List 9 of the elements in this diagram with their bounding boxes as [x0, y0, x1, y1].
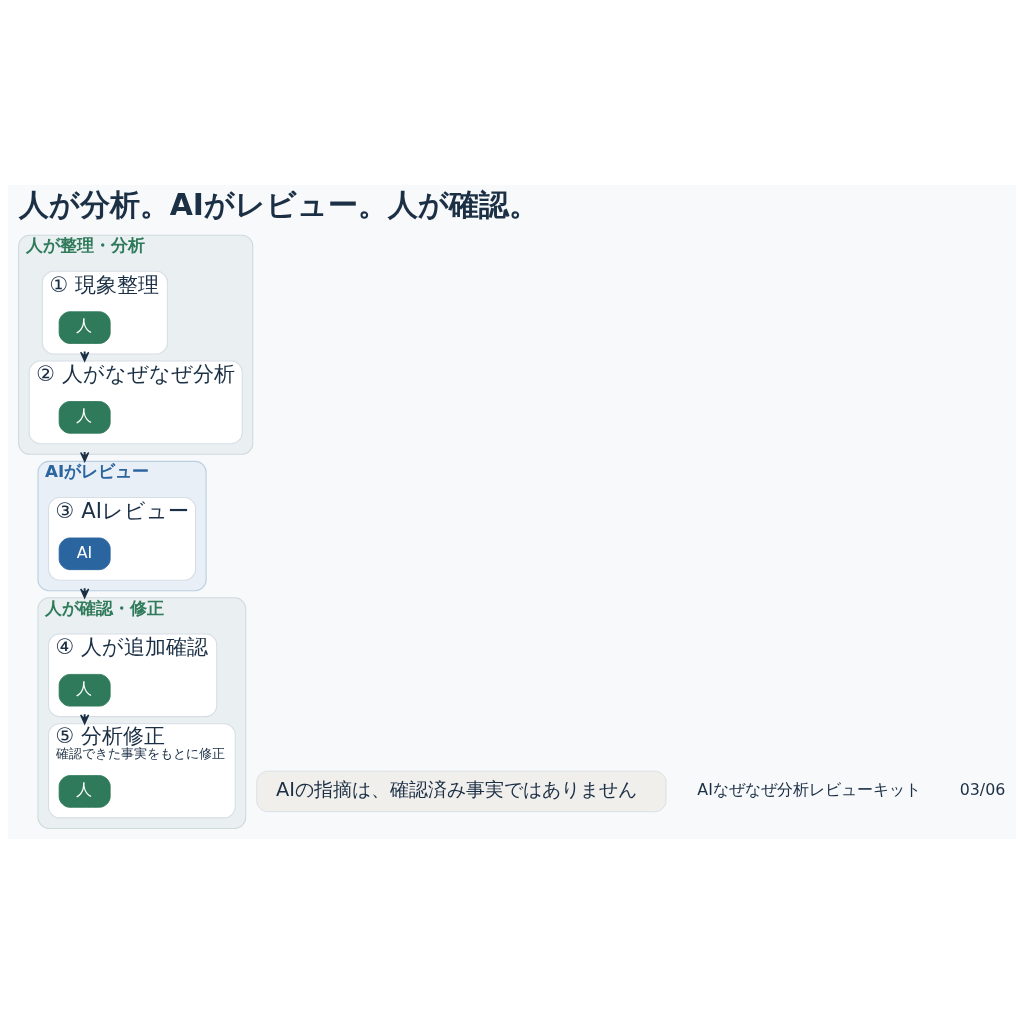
node-box: AI — [58, 537, 111, 571]
label: AIなぜなぜ分析レビューキット — [697, 780, 921, 800]
node-box: 人 — [58, 673, 111, 707]
node-box: 人 — [58, 401, 111, 434]
label: 03/06 — [959, 780, 1006, 800]
node-box: 人 — [58, 311, 111, 344]
node-box: AIの指摘は、確認済み事実ではありません — [256, 770, 667, 813]
node-box: 人 — [58, 775, 111, 808]
diagram-title: 人が分析。AIがレビュー。人が確認。 — [18, 187, 539, 223]
